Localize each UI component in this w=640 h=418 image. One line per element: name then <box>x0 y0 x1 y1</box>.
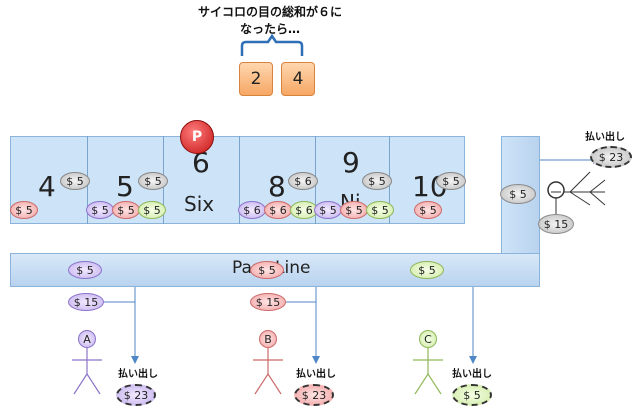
point-marker: P <box>180 120 214 154</box>
chip-point-5-b1: $ 5 <box>86 201 114 219</box>
caption: サイコロの目の総和が６に なったら… <box>170 4 370 38</box>
figure-a <box>72 348 102 395</box>
figure-b <box>253 348 283 395</box>
chip-pass-b: $ 5 <box>250 261 284 279</box>
dealer-payout: $ 23 <box>590 146 632 168</box>
player-b-payout-label: 払い出し <box>296 369 336 380</box>
chip-odds-b: $ 15 <box>250 293 286 311</box>
chip-point-5-top: $ 5 <box>138 172 168 190</box>
point-number-5: 5 <box>116 170 134 203</box>
point-number-4: 4 <box>38 170 56 203</box>
chip-point-9-top: $ 5 <box>362 172 392 190</box>
player-b-payout: $ 23 <box>294 384 334 406</box>
die-1: 2 <box>239 62 273 96</box>
player-c-badge: C <box>419 330 437 348</box>
chip-point-8-b3: $ 6 <box>290 201 318 219</box>
player-a-badge: A <box>78 330 96 348</box>
chip-point-10-top: $ 5 <box>436 172 466 190</box>
caption-line-1: サイコロの目の総和が６に <box>197 5 342 19</box>
figure-c <box>413 348 443 395</box>
chip-point-5-b3: $ 5 <box>138 201 166 219</box>
chip-point-10-bottom: $ 5 <box>414 201 442 219</box>
chip-point-4-bottom: $ 5 <box>10 201 38 219</box>
caption-line-2: なったら… <box>239 22 300 36</box>
chip-point-4-top: $ 5 <box>60 172 90 190</box>
player-c-label: C <box>419 330 437 348</box>
point-number-8: 8 <box>268 170 286 203</box>
player-b-label: B <box>259 330 277 348</box>
chip-point-5-b2: $ 5 <box>112 201 140 219</box>
player-c-payout: $ 5 <box>452 384 492 406</box>
chip-odds-a: $ 15 <box>68 293 104 311</box>
player-c-payout-label: 払い出し <box>452 369 492 380</box>
player-a-payout: $ 23 <box>116 384 156 406</box>
chip-point-8-top: $ 6 <box>288 172 318 190</box>
dice-bracket <box>240 33 304 56</box>
arrow-c-head <box>469 356 477 364</box>
chip-dealer-bet: $ 5 <box>500 184 536 204</box>
chip-point-9-b1: $ 5 <box>314 201 342 219</box>
dealer-payout-label: 払い出し <box>585 132 625 143</box>
player-a-label: A <box>78 330 96 348</box>
chip-dealer-odds: $ 15 <box>538 214 574 234</box>
chip-point-8-b2: $ 6 <box>264 201 292 219</box>
arrow-a-head <box>131 356 139 364</box>
player-b-badge: B <box>259 330 277 348</box>
chip-point-8-b1: $ 6 <box>238 201 266 219</box>
point-number-9: 9 <box>342 146 360 179</box>
point-cell-6 <box>164 136 240 224</box>
die-2: 4 <box>281 62 315 96</box>
point-word-six: Six <box>184 192 215 216</box>
dealer-body <box>551 171 606 214</box>
player-a-payout-label: 払い出し <box>118 369 158 380</box>
dealer-head <box>547 181 565 199</box>
point-number-6: 6 <box>192 146 210 179</box>
arrow-b-head <box>312 356 320 364</box>
chip-pass-c: $ 5 <box>410 261 444 279</box>
chip-point-9-b2: $ 5 <box>340 201 368 219</box>
chip-pass-a: $ 5 <box>68 261 102 279</box>
chip-point-9-b3: $ 5 <box>366 201 394 219</box>
